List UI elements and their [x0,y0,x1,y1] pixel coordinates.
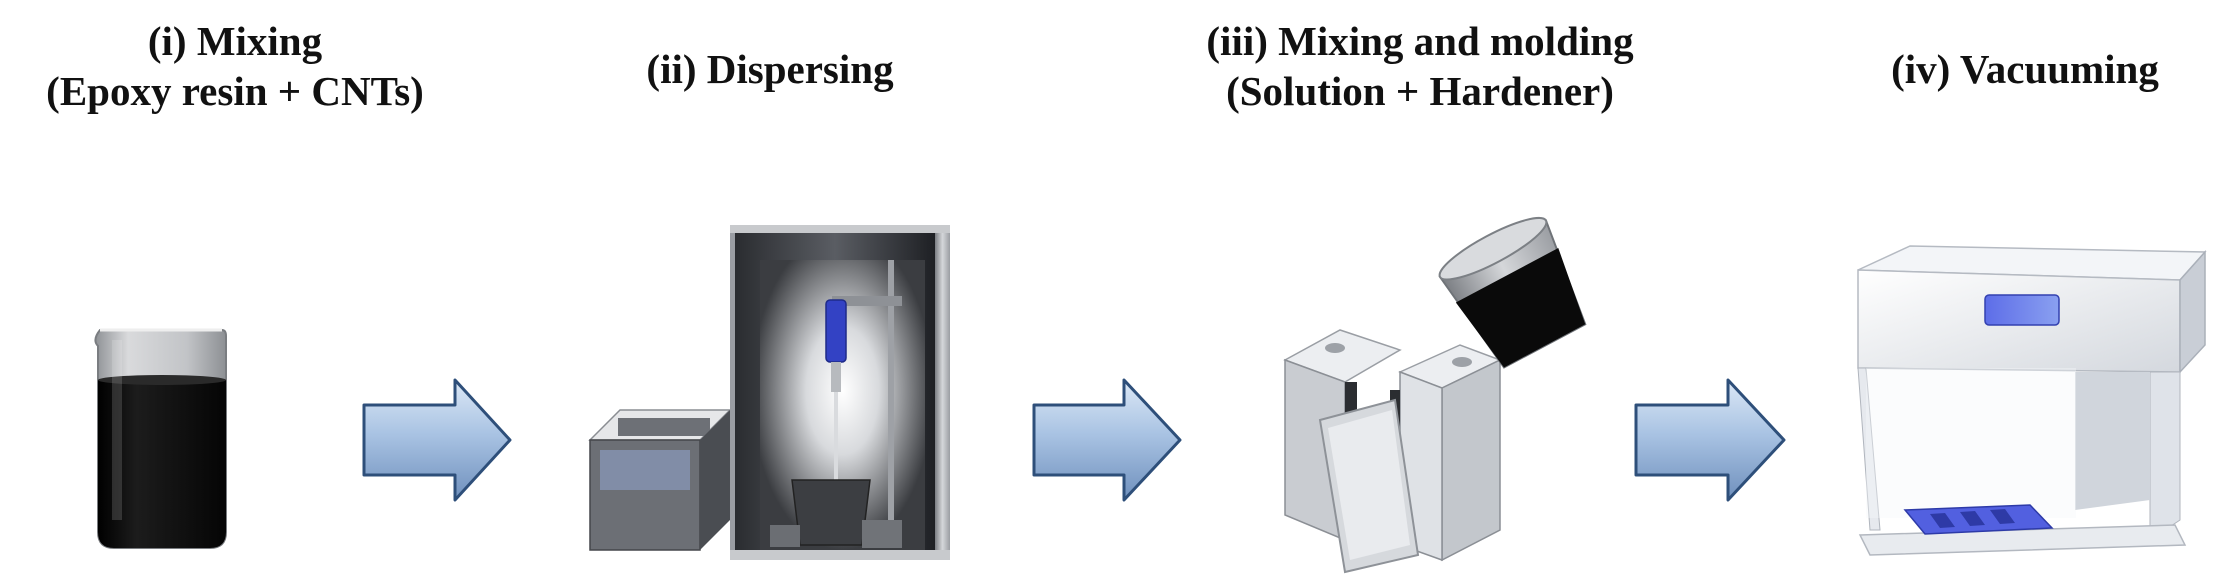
step-2-title-line1: (ii) Dispersing [646,46,894,92]
step-3-title: (iii) Mixing and molding (Solution + Har… [1140,16,1700,116]
vacuum-chamber-icon [1857,245,2207,556]
ultrasonic-disperser-icon [588,225,950,560]
arrow-1-icon [362,378,512,502]
step-4-title-line1: (iv) Vacuuming [1891,46,2159,92]
step-2-title: (ii) Dispersing [620,44,920,94]
beaker-icon [94,328,227,549]
step-1-title-line2: (Epoxy resin + CNTs) [46,68,424,114]
step-3-title-line1: (iii) Mixing and molding [1206,18,1634,64]
step-1-title-line1: (i) Mixing [147,18,323,64]
step-3-title-line2: (Solution + Hardener) [1226,68,1614,114]
step-1-title: (i) Mixing (Epoxy resin + CNTs) [0,16,470,116]
arrow-2-icon [1032,378,1182,502]
step-4-title: (iv) Vacuuming [1830,44,2220,94]
mold-pouring-icon [1283,216,1587,574]
arrow-3-icon [1634,378,1786,502]
